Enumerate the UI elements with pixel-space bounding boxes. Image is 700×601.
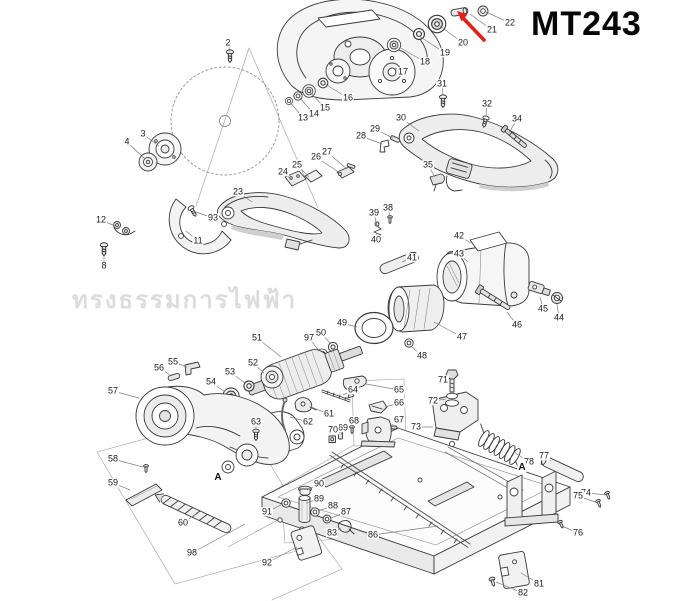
safety-cover (168, 198, 232, 255)
part-label-75: 75 (571, 490, 585, 501)
part-label-47: 47 (455, 331, 469, 342)
part-label-68: 68 (347, 415, 361, 426)
saw-blade (170, 66, 280, 176)
part-label-58: 58 (106, 453, 120, 464)
part-label-76: 76 (571, 527, 585, 538)
part-label-25: 25 (290, 159, 304, 170)
spindle-hub-parts (285, 58, 351, 105)
watermark-text: ทรงธรรมการไฟฟ้า (72, 287, 298, 314)
part-label-42: 42 (452, 230, 466, 241)
model-title: MT243 (531, 5, 642, 43)
part-label-73: 73 (409, 421, 423, 432)
part-label-97: 97 (302, 332, 316, 343)
clip-12 (113, 221, 136, 236)
part-label-82: 82 (516, 587, 530, 598)
part-label-63: 63 (249, 416, 263, 427)
gear-housing (135, 385, 305, 474)
handle-half-left (216, 192, 350, 251)
part-label-32: 32 (480, 98, 494, 109)
lever-cluster (281, 375, 398, 448)
brush-and-cap (404, 280, 563, 348)
part-label-61: 61 (322, 408, 336, 419)
part-label-64: 64 (346, 384, 360, 395)
part-label-49: 49 (335, 317, 349, 328)
part-label-41: 41 (405, 252, 419, 263)
part-label-67: 67 (392, 414, 406, 425)
part-label-70: 70 (326, 424, 340, 435)
part-label-60: 60 (176, 517, 190, 528)
part-label-34: 34 (510, 113, 524, 124)
part-label-17: 17 (396, 66, 410, 77)
part-label-51: 51 (250, 332, 264, 343)
part-label-4: 4 (123, 136, 131, 147)
part-label-65: 65 (392, 384, 406, 395)
screw-82 (488, 576, 496, 587)
part-label-71: 71 (436, 374, 450, 385)
part-label-39: 39 (367, 207, 381, 218)
screw-34 (500, 124, 527, 148)
part-label-27: 27 (320, 146, 334, 157)
part-label-45: 45 (536, 303, 550, 314)
part-label-92: 92 (260, 557, 274, 568)
part-label-22: 22 (503, 17, 517, 28)
hinge-bracket (431, 369, 479, 441)
part-label-91: 91 (260, 506, 274, 517)
pivot-bracket (504, 470, 559, 527)
ring-and-bearing (315, 311, 394, 362)
part-label-35: 35 (421, 159, 435, 170)
part-label-88: 88 (326, 500, 340, 511)
part-label-29: 29 (368, 123, 382, 134)
part-label-38: 38 (381, 202, 395, 213)
part-label-16: 16 (341, 92, 355, 103)
part-label-57: 57 (106, 385, 120, 396)
part-label-48: 48 (415, 350, 429, 361)
part-label-86: 86 (366, 529, 380, 540)
part-label-59: 59 (106, 477, 120, 488)
part-label-12: 12 (94, 214, 108, 225)
part-label-93: 93 (206, 212, 220, 223)
field-stator (387, 284, 445, 333)
part-label-28: 28 (354, 130, 368, 141)
part-label-50: 50 (314, 327, 328, 338)
part-label-89: 89 (312, 493, 326, 504)
part-label-56: 56 (152, 362, 166, 373)
part-label-87: 87 (339, 506, 353, 517)
switch (445, 158, 473, 179)
part-label-18: 18 (418, 56, 432, 67)
part-label-62: 62 (301, 416, 315, 427)
part-label-90: 90 (312, 478, 326, 489)
return-spring (478, 423, 521, 472)
part-label-83: 83 (325, 527, 339, 538)
part-label-3: 3 (139, 128, 147, 139)
part-label-72: 72 (426, 395, 440, 406)
assembly-marker-A: A (517, 462, 527, 473)
part-label-20: 20 (456, 37, 470, 48)
part-label-11: 11 (192, 235, 204, 246)
armature-bearing-stack (167, 361, 284, 405)
assembly-marker-A: A (213, 472, 223, 483)
part-label-43: 43 (452, 248, 466, 259)
part-label-23: 23 (231, 186, 245, 197)
part-label-53: 53 (223, 366, 237, 377)
part-label-2: 2 (224, 37, 232, 48)
part-label-40: 40 (369, 234, 383, 245)
part-label-66: 66 (392, 397, 406, 408)
part-label-46: 46 (510, 319, 524, 330)
part-label-21: 21 (485, 24, 499, 35)
part-label-44: 44 (552, 312, 566, 323)
part-label-24: 24 (276, 166, 290, 177)
part-label-98: 98 (185, 547, 199, 558)
part-label-55: 55 (166, 356, 180, 367)
part-label-15: 15 (318, 102, 332, 113)
handle-half-right (398, 113, 559, 192)
part-label-81: 81 (532, 578, 546, 589)
part-label-8: 8 (100, 260, 108, 271)
part-label-54: 54 (204, 376, 218, 387)
part-label-19: 19 (438, 47, 452, 58)
part-label-52: 52 (246, 357, 260, 368)
part-label-30: 30 (394, 112, 408, 123)
part-label-31: 31 (435, 78, 449, 89)
part-label-77: 77 (537, 450, 551, 461)
